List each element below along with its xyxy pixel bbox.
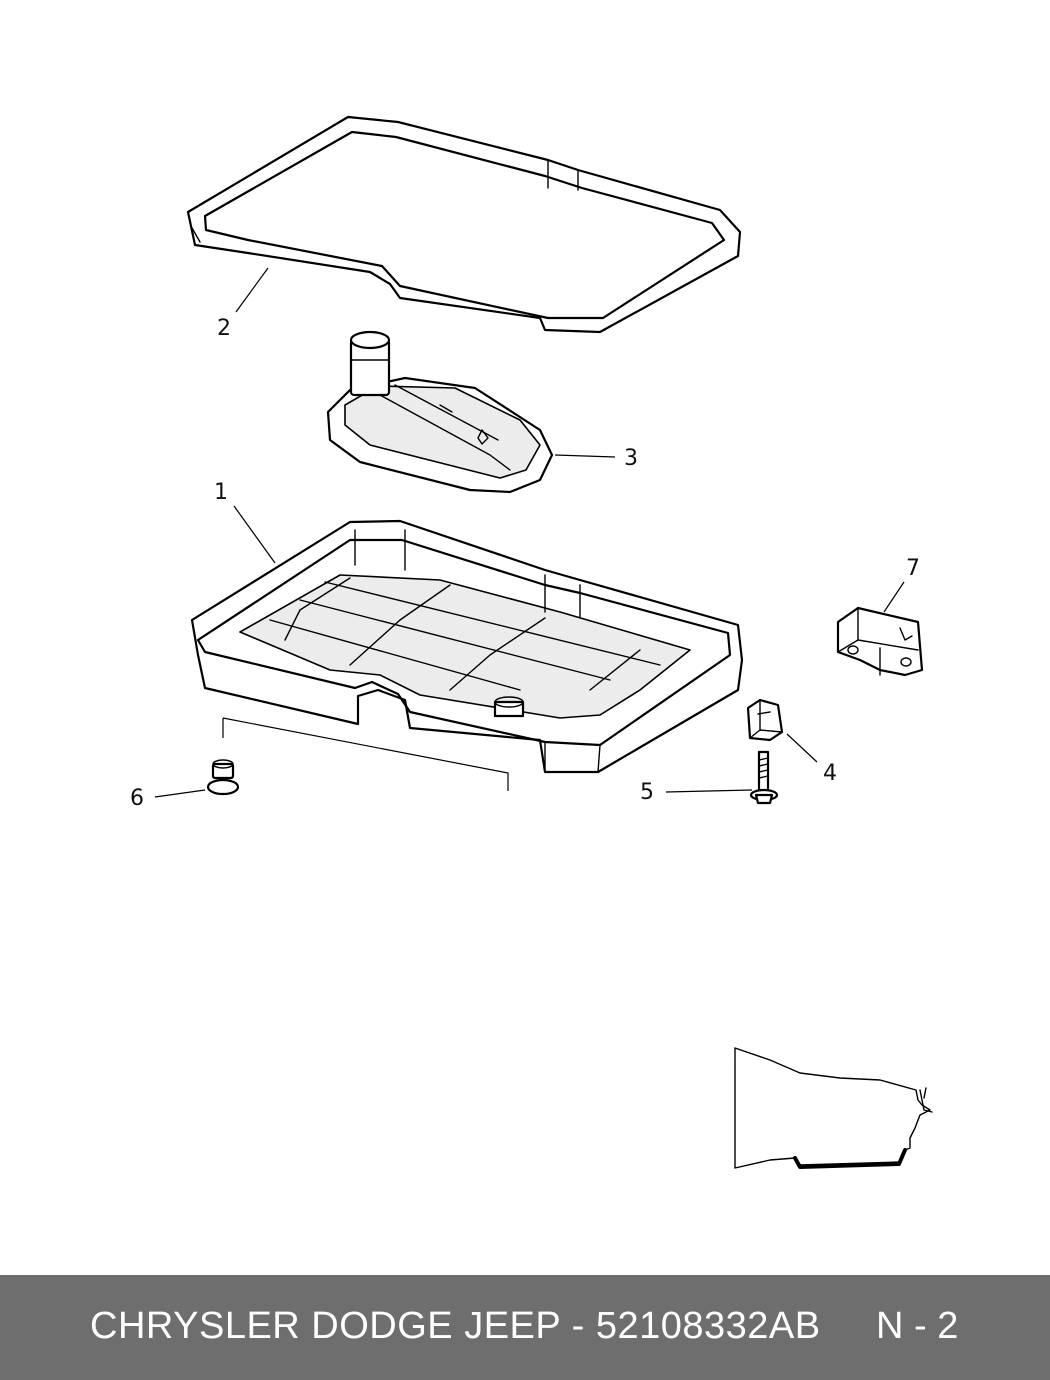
part-6-drain-plug bbox=[206, 759, 240, 796]
callout-4: 4 bbox=[823, 761, 837, 786]
part-3-filter bbox=[326, 330, 554, 494]
footer-page-number: N - 2 bbox=[876, 1305, 959, 1347]
part-5-bolt bbox=[749, 750, 779, 805]
footer-title: CHRYSLER DODGE JEEP - 52108332AB bbox=[90, 1305, 821, 1347]
part-7-bracket bbox=[836, 606, 924, 677]
callout-3: 3 bbox=[624, 446, 638, 471]
footer-bar: CHRYSLER DODGE JEEP - 52108332AB N - 2 bbox=[0, 1275, 1050, 1380]
callout-1: 1 bbox=[214, 480, 228, 505]
locator-thumbnail bbox=[734, 1047, 933, 1169]
callout-5: 5 bbox=[640, 780, 654, 805]
exploded-parts-diagram: 1 2 3 4 5 6 7 bbox=[130, 115, 933, 1169]
part-2-gasket bbox=[186, 115, 742, 334]
callout-2: 2 bbox=[217, 316, 231, 341]
part-1-oil-pan bbox=[190, 519, 744, 774]
part-4-clip bbox=[746, 698, 784, 742]
callout-6: 6 bbox=[130, 786, 144, 811]
callout-7: 7 bbox=[906, 556, 920, 581]
